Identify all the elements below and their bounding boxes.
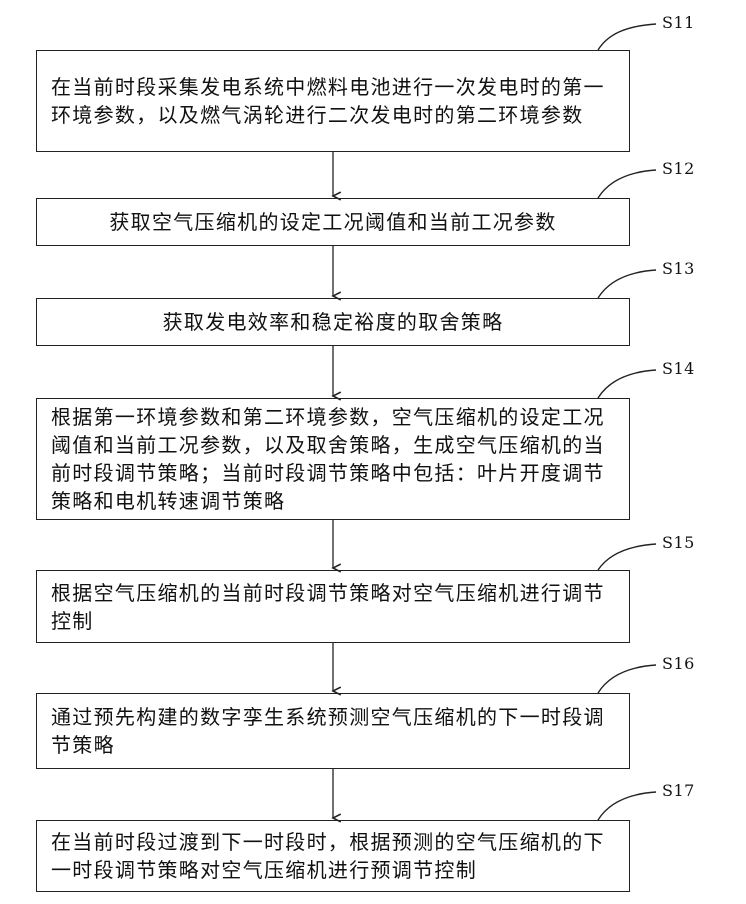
step-box-s14: 根据第一环境参数和第二环境参数，空气压缩机的设定工况阈值和当前工况参数，以及取舍…: [36, 398, 630, 520]
step-box-s12: 获取空气压缩机的设定工况阈值和当前工况参数: [36, 198, 630, 246]
label-leader-s12: [598, 170, 656, 198]
step-box-s11: 在当前时段采集发电系统中燃料电池进行一次发电时的第一环境参数，以及燃气涡轮进行二…: [36, 50, 630, 152]
step-label-s11: S11: [662, 13, 695, 32]
step-text-s12: 获取空气压缩机的设定工况阈值和当前工况参数: [37, 208, 629, 236]
step-text-s15: 根据空气压缩机的当前时段调节策略对空气压缩机进行调节控制: [37, 579, 629, 635]
step-label-s16: S16: [662, 654, 695, 673]
step-label-s13: S13: [662, 259, 695, 278]
label-leader-s14: [598, 370, 656, 398]
step-box-s17: 在当前时段过渡到下一时段时，根据预测的空气压缩机的下一时段调节策略对空气压缩机进…: [36, 820, 630, 892]
step-label-s15: S15: [662, 533, 695, 552]
label-leader-s11: [598, 24, 656, 50]
label-leader-s17: [598, 792, 656, 820]
step-box-s13: 获取发电效率和稳定裕度的取舍策略: [36, 298, 630, 346]
step-box-s15: 根据空气压缩机的当前时段调节策略对空气压缩机进行调节控制: [36, 570, 630, 643]
label-leader-s15: [598, 544, 656, 570]
step-text-s14: 根据第一环境参数和第二环境参数，空气压缩机的设定工况阈值和当前工况参数，以及取舍…: [37, 403, 629, 515]
step-label-s17: S17: [662, 781, 695, 800]
step-label-s12: S12: [662, 159, 695, 178]
step-text-s13: 获取发电效率和稳定裕度的取舍策略: [37, 308, 629, 336]
label-leader-s16: [598, 665, 656, 693]
step-text-s16: 通过预先构建的数字孪生系统预测空气压缩机的下一时段调节策略: [37, 703, 629, 759]
step-text-s17: 在当前时段过渡到下一时段时，根据预测的空气压缩机的下一时段调节策略对空气压缩机进…: [37, 828, 629, 884]
label-leader-s13: [598, 270, 656, 298]
step-label-s14: S14: [662, 359, 695, 378]
step-text-s11: 在当前时段采集发电系统中燃料电池进行一次发电时的第一环境参数，以及燃气涡轮进行二…: [37, 73, 629, 129]
step-box-s16: 通过预先构建的数字孪生系统预测空气压缩机的下一时段调节策略: [36, 693, 630, 769]
